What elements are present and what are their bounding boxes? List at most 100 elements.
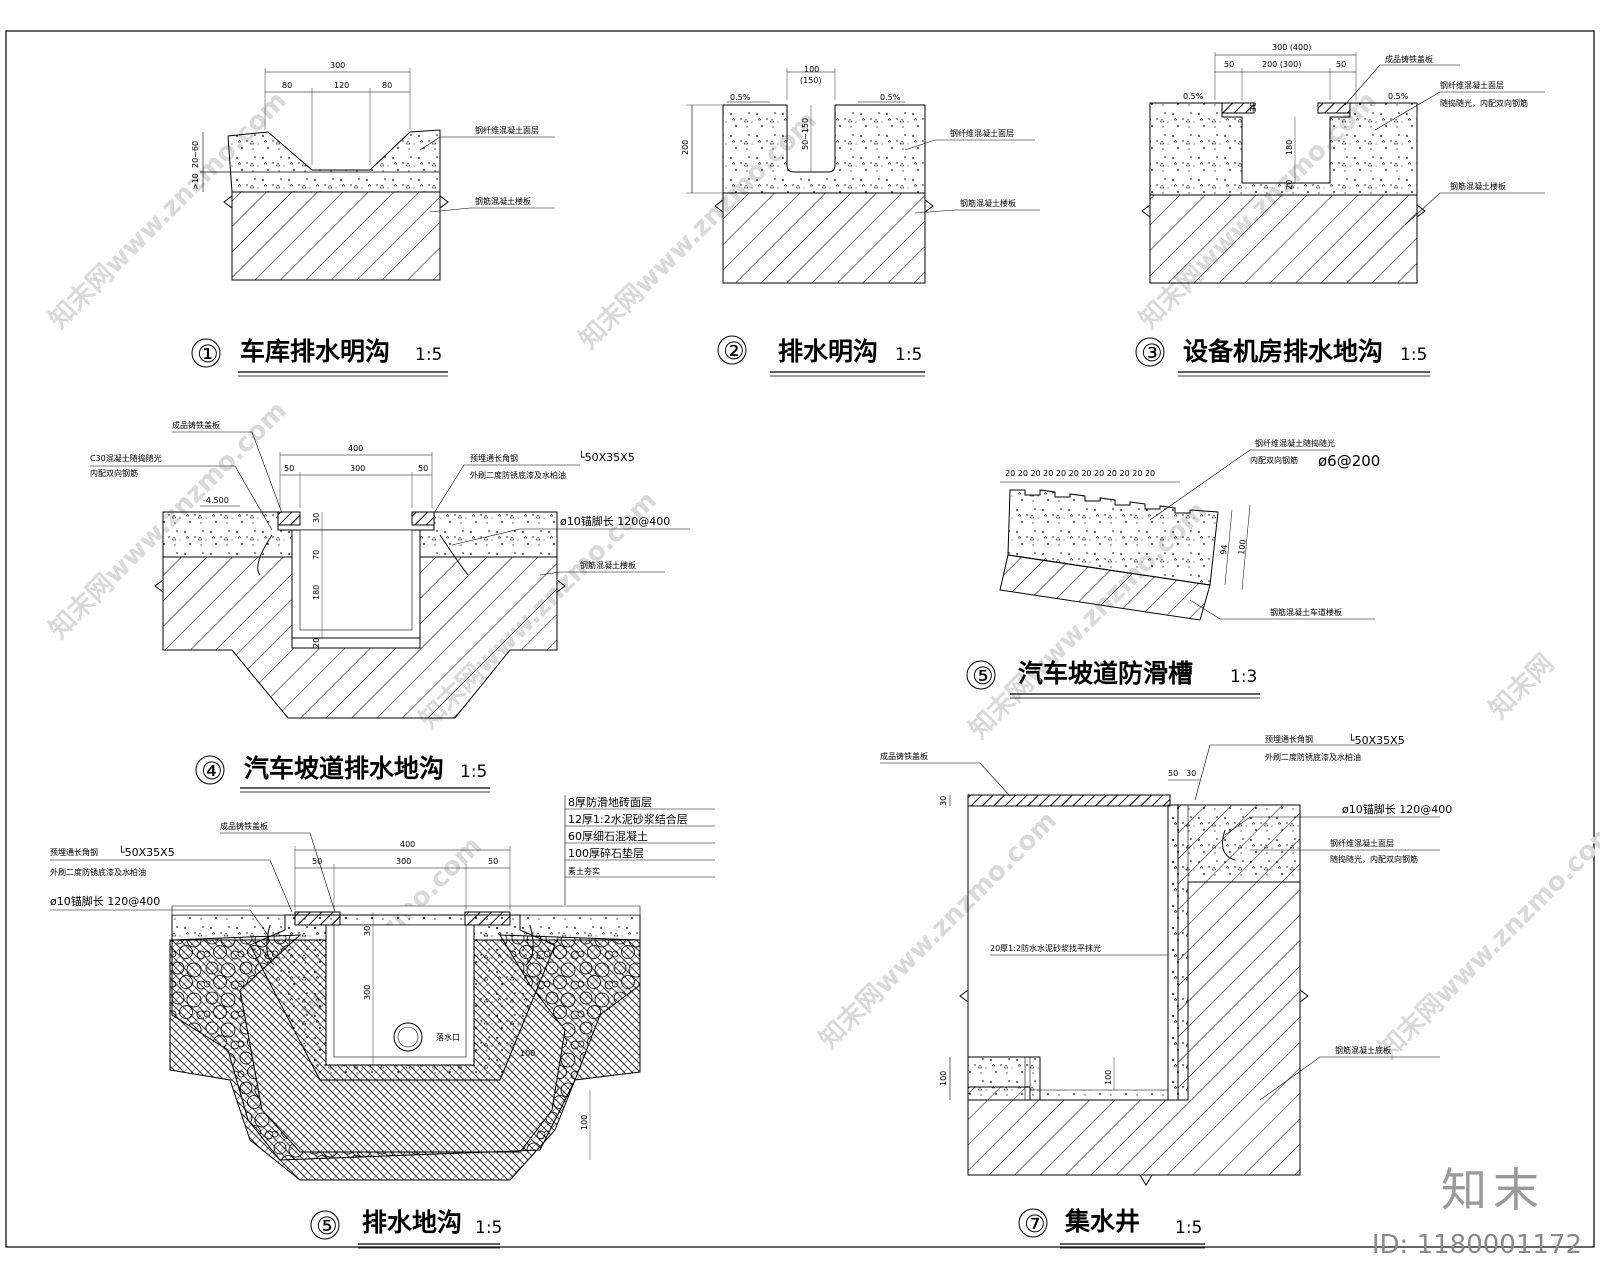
d5b-dim-c: 50: [488, 857, 498, 866]
d5a-grooves: 20 20 20 20 20 20 20 20 20 20 20 20: [1005, 469, 1155, 478]
d5b-title: 排水地沟: [362, 1208, 462, 1237]
detail-3-machine-room-trench: 300 (400) 50 200 (300) 50 0.5% 0.5% 180 …: [1135, 43, 1545, 377]
d7-dim-e: 100: [1104, 1070, 1113, 1085]
d7-dim-d: 100: [939, 1071, 948, 1086]
d5b-note-0: 成品铸铁盖板: [220, 821, 268, 831]
d4-dim-d4: 20: [312, 638, 321, 648]
d3-note-0: 成品铸铁盖板: [1385, 54, 1433, 64]
d3-dim-t: 20: [1285, 180, 1294, 190]
d3-dim-b: 200 (300): [1262, 60, 1301, 69]
d7-dim-b: 50: [1168, 769, 1178, 778]
d5b-layer-2: 60厚细石混凝土: [568, 829, 648, 843]
d5b-dim-d1: 30: [363, 926, 372, 936]
d5b-note-4: ø10锚脚长 120@400: [50, 894, 160, 908]
d2-slope-r: 0.5%: [880, 93, 901, 102]
d5a-note-0: 钢纤维混凝土随捣随光: [1255, 438, 1335, 448]
d3-circle: ③: [1141, 339, 1163, 367]
d5a-note-2: ø6@200: [1318, 452, 1380, 470]
d3-scale: 1:5: [1400, 345, 1427, 365]
d5b-note-3: 外刷二度防锈底漆及水柏油: [50, 867, 146, 877]
d5a-circle: ⑤: [972, 662, 994, 690]
detail-7-sump-pit: 30 50 30 100 100 成品铸铁盖板 预埋通长角钢 └50X35X5 …: [880, 733, 1452, 1249]
d3-title: 设备机房排水地沟: [1183, 337, 1383, 366]
d1-dim-b: 120: [334, 81, 349, 90]
d4-note-2: 内配双向钢筋: [90, 468, 138, 478]
detail-5-ramp-antislip: 20 20 20 20 20 20 20 20 20 20 20 20 94 1…: [966, 438, 1380, 699]
d4-circle: ④: [201, 757, 223, 785]
d1-dim-v1: 20~60: [191, 141, 200, 168]
d1-dim-a: 80: [282, 81, 292, 90]
d7-note-1: 预埋通长角钢: [1265, 734, 1313, 744]
d5b-layer-3: 100厚碎石垫层: [568, 846, 644, 860]
d4-note-7: 钢筋混凝土楼板: [580, 560, 636, 570]
d5b-scale: 1:5: [475, 1218, 502, 1238]
d4-dim-d2: 70: [312, 550, 321, 560]
d3-dim-h: 180: [1285, 140, 1294, 155]
d4-dim-c: 50: [418, 464, 428, 473]
d7-title: 集水井: [1064, 1207, 1140, 1236]
d5a-note-1: 内配双向钢筋: [1250, 455, 1298, 465]
d5b-layer-1: 12厚1:2水泥砂浆结合层: [568, 812, 688, 826]
d7-note-2: └50X35X5: [1348, 733, 1405, 747]
d7-dim-c: 30: [1186, 769, 1196, 778]
d4-note-5: 外刷二度防锈底漆及水柏油: [470, 470, 566, 480]
d5b-dim-b: 300: [396, 857, 411, 866]
d1-dim-total: 300: [330, 61, 345, 70]
d4-dim-a: 50: [284, 464, 294, 473]
d5a-scale: 1:3: [1230, 667, 1257, 687]
d1-note-0: 钢纤维混凝土面层: [475, 125, 539, 135]
brand-id: ID: 1180001172: [1371, 1230, 1582, 1260]
d1-scale: 1:5: [415, 345, 442, 365]
svg-text:知末网: 知末网: [1484, 649, 1560, 725]
d5a-dim-h1: 94: [1219, 544, 1229, 555]
sheet-border: [5, 30, 1595, 1248]
d7-note-3: 外刷二度防锈底漆及水柏油: [1265, 752, 1361, 762]
d5a-note-3: 钢筋混凝土车道楼板: [1270, 607, 1342, 617]
d2-dim-w: 100: [804, 65, 819, 74]
d3-note-3: 钢筋混凝土楼板: [1450, 181, 1506, 191]
d4-dim-d1: 30: [312, 513, 321, 523]
d2-dim-d: 50~150: [801, 118, 810, 150]
d5b-layer-0: 8厚防滑地砖面层: [568, 795, 652, 809]
d7-note-6: 随捣随光，内配双向钢筋: [1330, 854, 1418, 864]
d5b-dim-d2: 300: [363, 985, 372, 1000]
brand-logo: 知末: [1441, 1163, 1545, 1217]
d5b-dim-d3: 100: [580, 1115, 589, 1130]
d5b-circle: ⑤: [316, 1212, 338, 1240]
d3-dim-c: 50: [1336, 60, 1346, 69]
d4-title: 汽车坡道排水地沟: [244, 754, 444, 783]
d5b-dim-total: 400: [400, 840, 415, 849]
d2-dim-h: 200: [681, 140, 690, 155]
svg-text:知末网www.znzmo.com: 知末网www.znzmo.com: [1374, 816, 1600, 1065]
d2-title: 排水明沟: [778, 337, 878, 366]
d3-dim-a: 50: [1224, 60, 1234, 69]
d7-note-8: 钢筋混凝土底板: [1335, 1045, 1391, 1055]
d7-scale: 1:5: [1175, 1218, 1202, 1238]
detail-1-garage-open-drain: 300 80 120 80 20~60 >10 钢纤维混凝土面层 钢筋混凝土楼板…: [191, 61, 555, 377]
d1-dim-v2: >10: [191, 173, 200, 190]
d3-slope-l: 0.5%: [1183, 92, 1204, 101]
d7-dim-a: 30: [939, 796, 948, 806]
d5a-title: 汽车坡道防滑槽: [1018, 659, 1193, 688]
d4-dim-total: 400: [348, 444, 363, 453]
d3-note-2: 随捣随光，内配双向钢筋: [1440, 98, 1528, 108]
d3-slope-r: 0.5%: [1388, 92, 1409, 101]
d3-dim-g: 30: [1249, 102, 1258, 112]
d3-dim-total: 300 (400): [1272, 43, 1311, 52]
svg-text:知末网www.znzmo.com: 知末网www.znzmo.com: [814, 806, 1063, 1055]
d4-elev: -4.500: [203, 496, 229, 505]
d1-circle: ①: [197, 340, 219, 368]
detail-4-ramp-trench: 400 50 300 50 -4.500 30 70 180 20 成品铸铁盖板…: [90, 420, 690, 793]
d2-circle: ②: [723, 337, 745, 365]
d5b-note-2: └50X35X5: [118, 845, 175, 859]
d5b-dim-d4: 100: [520, 1049, 535, 1058]
d4-note-4: └50X35X5: [578, 450, 635, 464]
d5b-note-5: 落水口: [436, 1032, 460, 1042]
d5a-dim-h2: 100: [1237, 539, 1248, 555]
d1-dim-c: 80: [382, 81, 392, 90]
d4-dim-d3: 180: [312, 585, 321, 600]
d7-note-7: 20厚1:2防水水泥砂浆找平抹光: [990, 943, 1101, 953]
d4-note-1: C30混凝土随捣随光: [90, 453, 162, 463]
d5b-dim-a: 50: [312, 857, 322, 866]
